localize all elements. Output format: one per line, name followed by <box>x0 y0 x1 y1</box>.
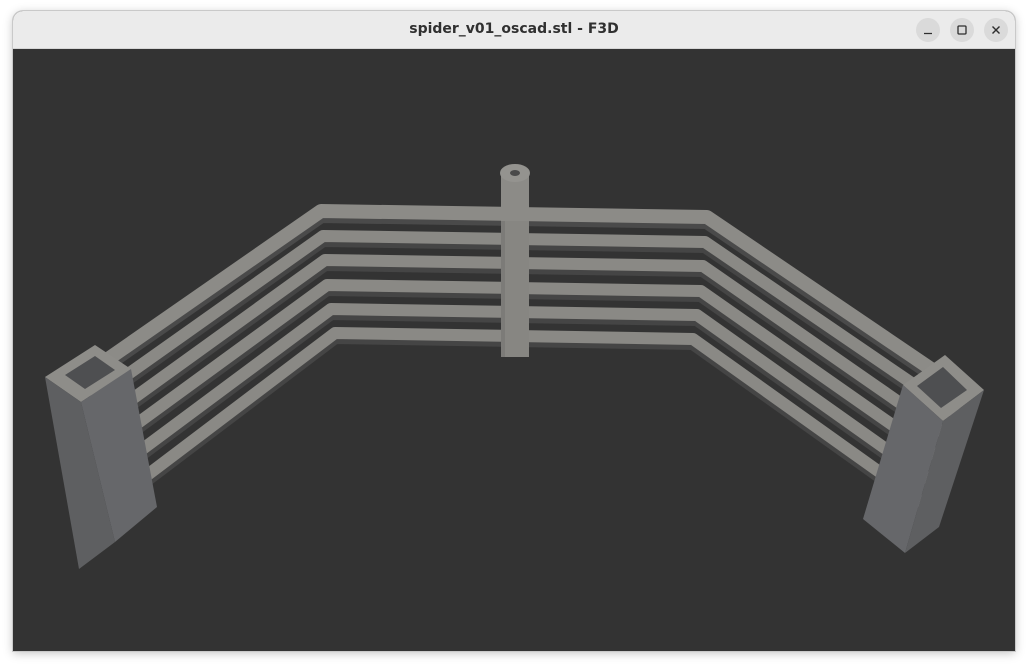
window-title: spider_v01_oscad.stl - F3D <box>409 21 619 37</box>
close-button[interactable] <box>984 18 1008 42</box>
title-bar[interactable]: spider_v01_oscad.stl - F3D <box>13 11 1015 49</box>
minimize-icon <box>924 32 932 35</box>
maximize-button[interactable] <box>950 18 974 42</box>
spider-model <box>45 164 984 569</box>
left-post <box>45 345 157 569</box>
center-post <box>500 164 530 221</box>
minimize-button[interactable] <box>916 18 940 42</box>
close-icon <box>992 26 1000 34</box>
3d-viewport[interactable] <box>13 49 1015 651</box>
app-window: spider_v01_oscad.stl - F3D <box>13 11 1015 651</box>
model-render <box>45 164 984 569</box>
maximize-icon <box>957 25 967 35</box>
right-post <box>863 355 984 553</box>
